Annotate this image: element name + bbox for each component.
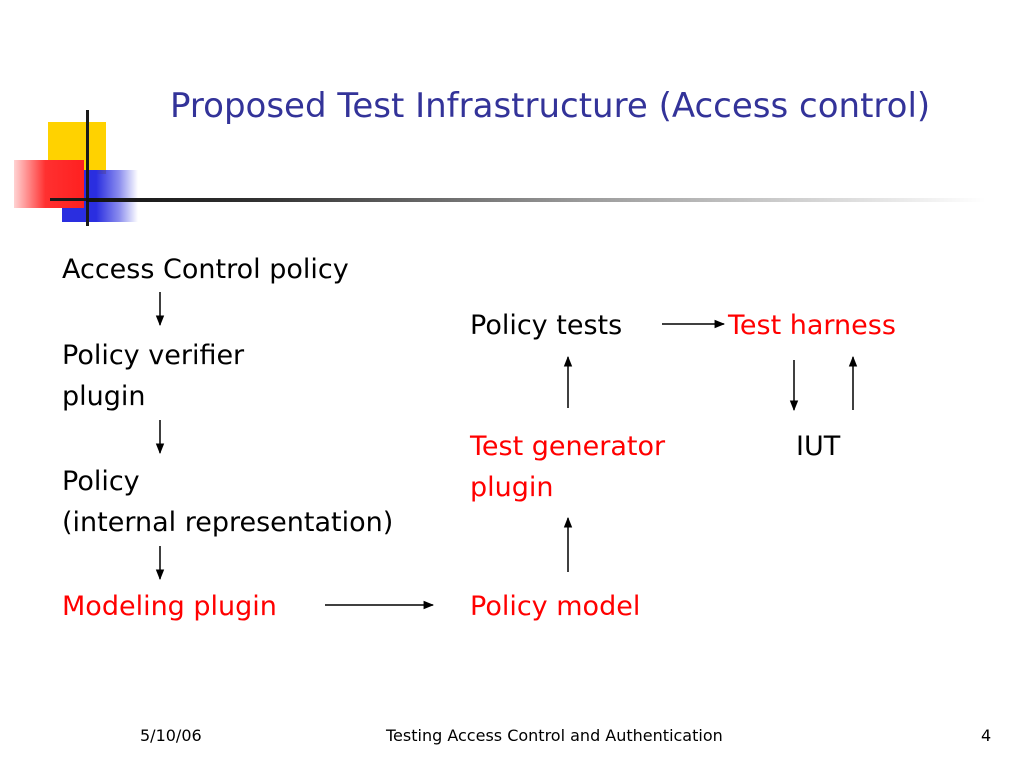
access-control-policy-label: Access Control policy bbox=[62, 254, 349, 285]
policy-label-line1: Policy bbox=[62, 466, 140, 497]
policy-model-label: Policy model bbox=[470, 591, 641, 622]
policy-tests-label: Policy tests bbox=[470, 310, 623, 341]
footer-date: 5/10/06 bbox=[140, 726, 202, 745]
test-harness-label: Test harness bbox=[728, 310, 896, 341]
test-generator-label-line2: plugin bbox=[470, 472, 554, 503]
footer-title: Testing Access Control and Authenticatio… bbox=[386, 726, 723, 745]
modeling-plugin-label: Modeling plugin bbox=[62, 591, 277, 622]
policy-verifier-label-line1: Policy verifier bbox=[62, 340, 245, 371]
slide-title: Proposed Test Infrastructure (Access con… bbox=[170, 86, 931, 126]
title-underline bbox=[86, 198, 986, 202]
policy-label-line2: (internal representation) bbox=[62, 507, 394, 538]
logo-vertical-line bbox=[86, 110, 89, 226]
footer-page-number: 4 bbox=[981, 726, 992, 745]
iut-label: IUT bbox=[796, 431, 841, 462]
test-generator-label-line1: Test generator bbox=[470, 431, 666, 462]
policy-verifier-label-line2: plugin bbox=[62, 381, 146, 412]
